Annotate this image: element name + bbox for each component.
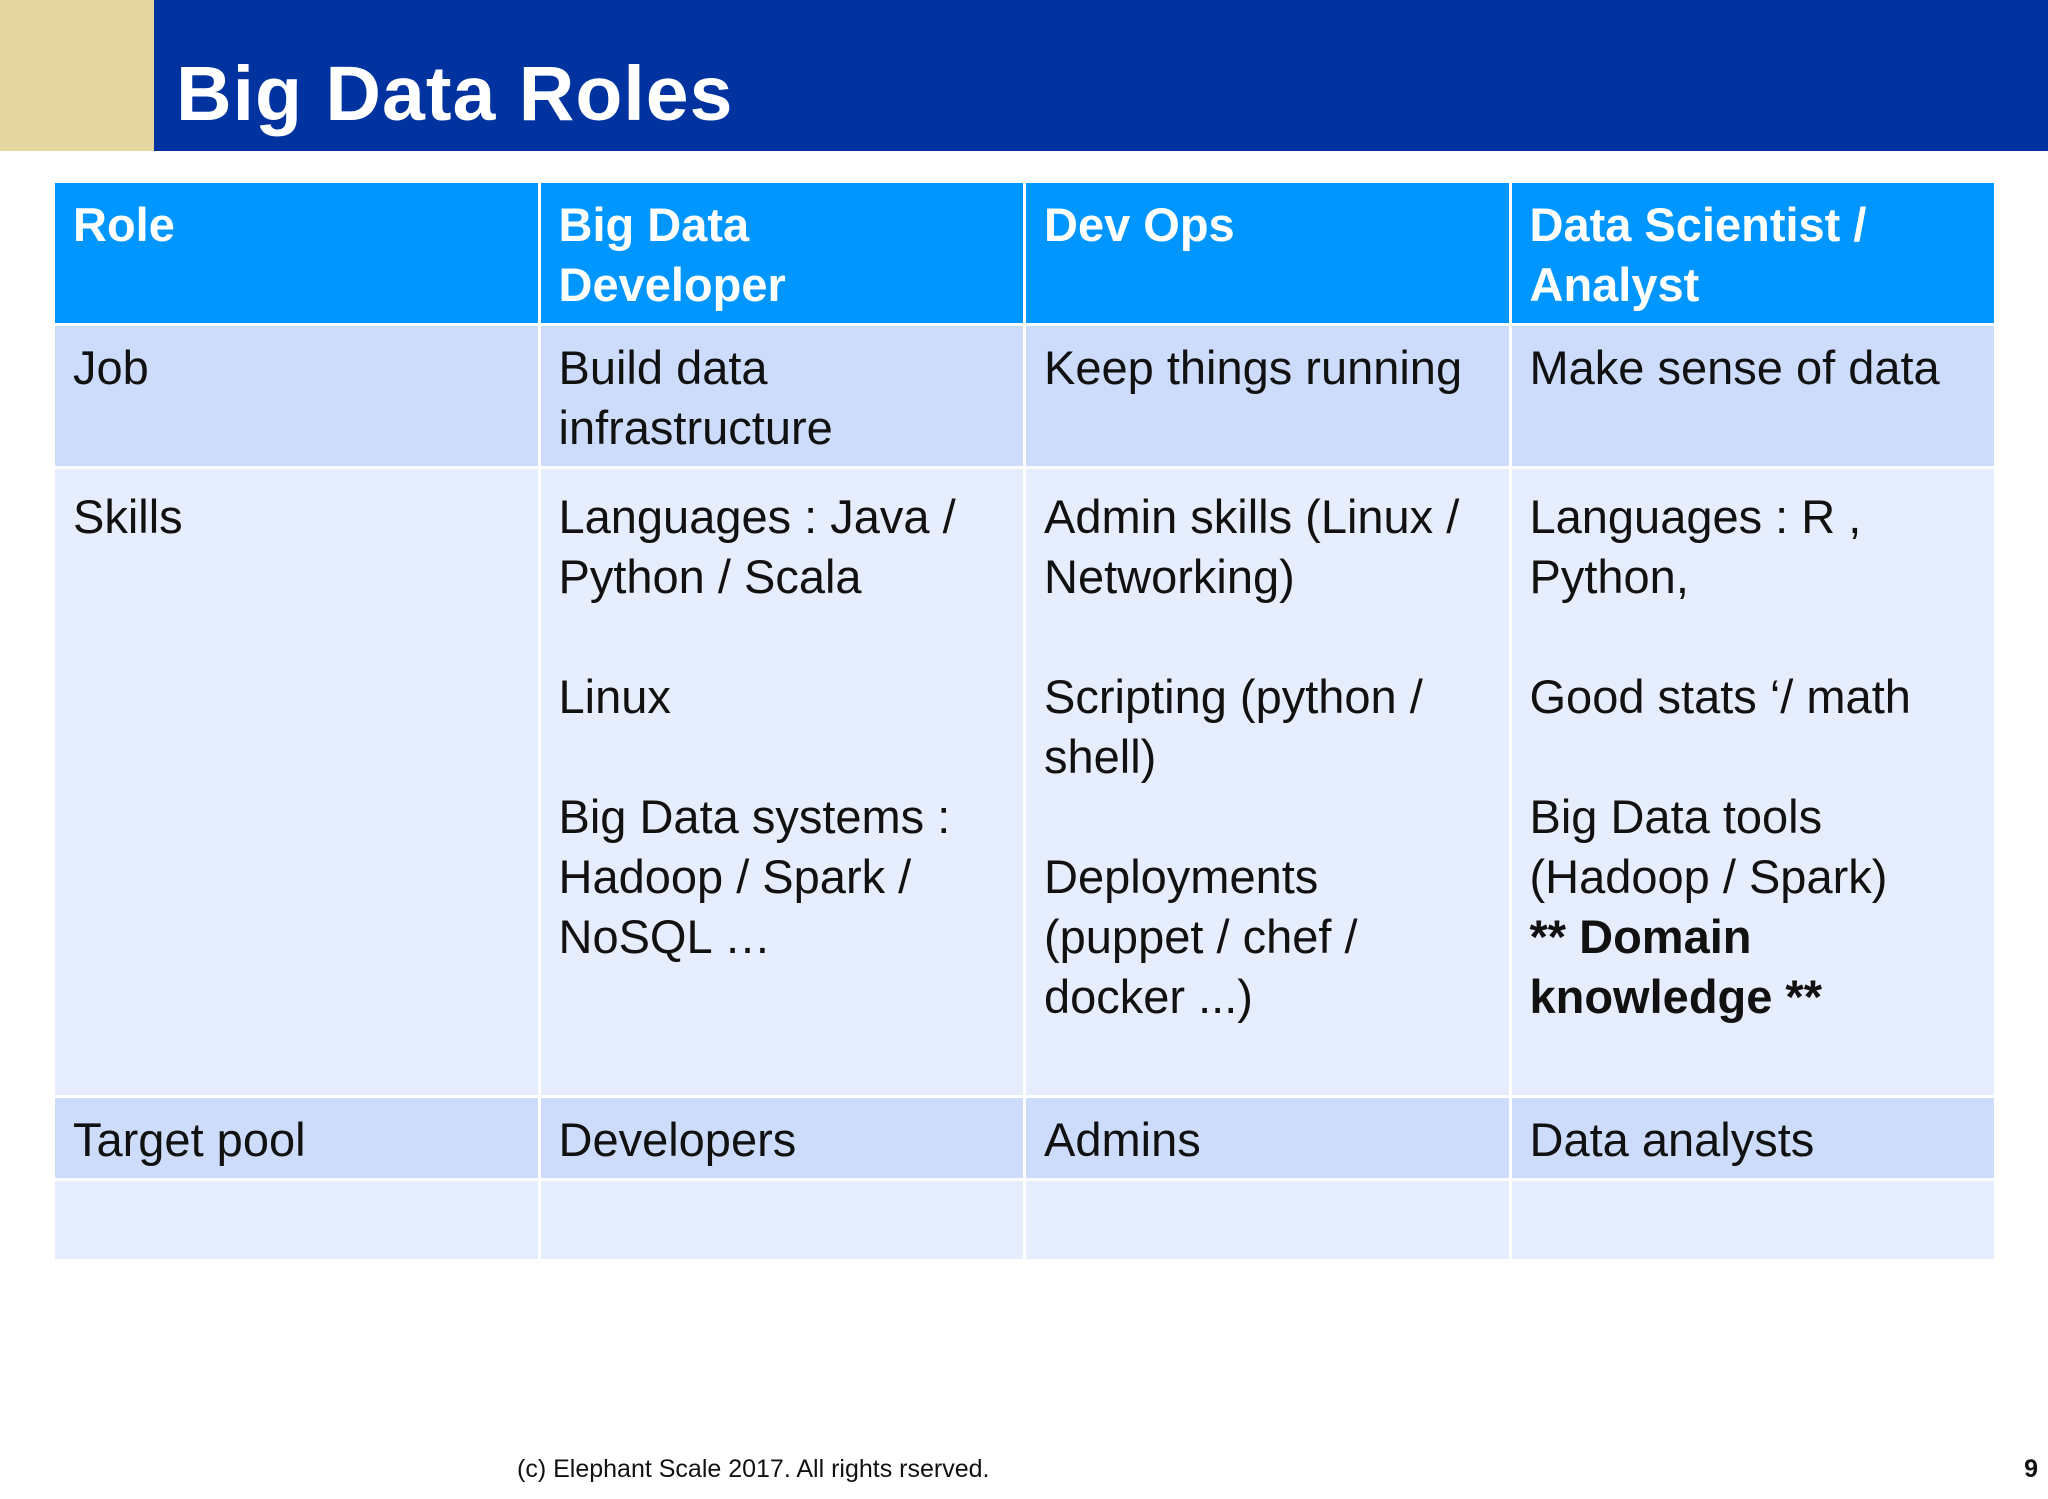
cell-pool-developer: Developers bbox=[537, 1095, 1026, 1181]
header-cell-dev-ops: Dev Ops bbox=[1023, 180, 1512, 326]
roles-table: Role Big Data Developer Dev Ops Data Sci… bbox=[52, 180, 1997, 1262]
cell-job-developer: Build data infrastructure bbox=[537, 323, 1026, 469]
slide-title: Big Data Roles bbox=[176, 51, 734, 137]
cell-skills-scientist: Languages : R , Python, Good stats ‘/ ma… bbox=[1508, 466, 1997, 1098]
table-row-empty bbox=[52, 1178, 1997, 1262]
empty-cell bbox=[52, 1178, 541, 1262]
header-cell-role: Role bbox=[52, 180, 541, 326]
table-row-skills: Skills Languages : Java / Python / Scala… bbox=[52, 466, 1997, 1098]
header-bar bbox=[154, 0, 2048, 151]
cell-pool-scientist: Data analysts bbox=[1508, 1095, 1997, 1181]
page-number: 9 bbox=[2024, 1455, 2038, 1483]
table-row-job: Job Build data infrastructure Keep thing… bbox=[52, 323, 1997, 469]
header-cell-data-scientist: Data Scientist / Analyst bbox=[1508, 180, 1997, 326]
cell-job-devops: Keep things running bbox=[1023, 323, 1512, 469]
cell-skills-devops: Admin skills (Linux / Networking) Script… bbox=[1023, 466, 1512, 1098]
row-label-skills: Skills bbox=[52, 466, 541, 1098]
footer-copyright: (c) Elephant Scale 2017. All rights rser… bbox=[517, 1455, 990, 1483]
empty-cell bbox=[1508, 1178, 1997, 1262]
skills-scientist-text: Languages : R , Python, Good stats ‘/ ma… bbox=[1529, 490, 1911, 903]
table-header-row: Role Big Data Developer Dev Ops Data Sci… bbox=[52, 180, 1997, 326]
header-accent-block bbox=[0, 0, 154, 151]
header-cell-big-data-developer: Big Data Developer bbox=[537, 180, 1026, 326]
cell-pool-devops: Admins bbox=[1023, 1095, 1512, 1181]
cell-job-scientist: Make sense of data bbox=[1508, 323, 1997, 469]
row-label-target-pool: Target pool bbox=[52, 1095, 541, 1181]
domain-knowledge-emphasis: ** Domain knowledge ** bbox=[1529, 910, 1823, 1023]
row-label-job: Job bbox=[52, 323, 541, 469]
empty-cell bbox=[537, 1178, 1026, 1262]
table-row-target-pool: Target pool Developers Admins Data analy… bbox=[52, 1095, 1997, 1181]
empty-cell bbox=[1023, 1178, 1512, 1262]
cell-skills-developer: Languages : Java / Python / Scala Linux … bbox=[537, 466, 1026, 1098]
